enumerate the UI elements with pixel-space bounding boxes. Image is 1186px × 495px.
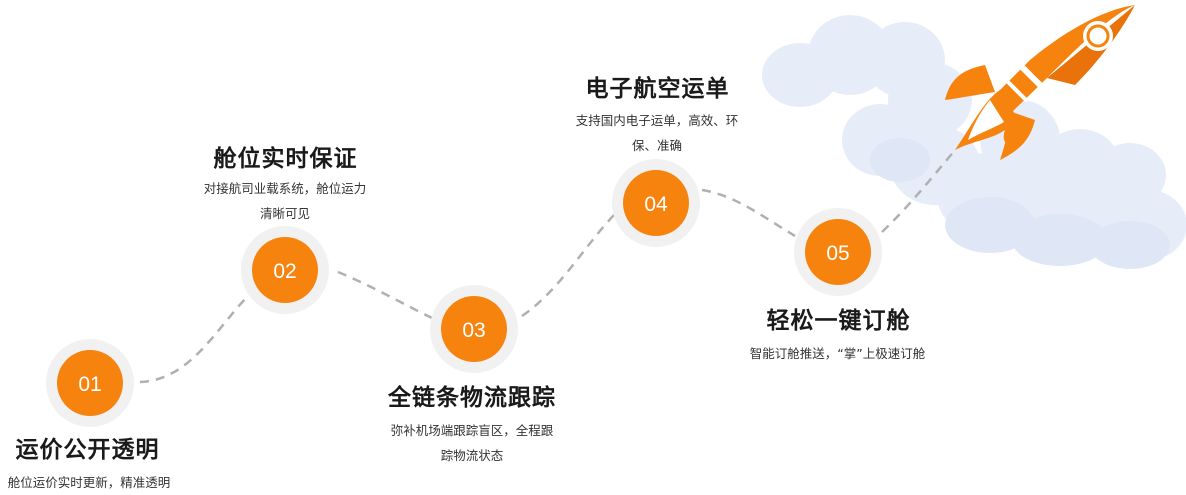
step-marker-03: 03 bbox=[430, 285, 518, 373]
step-desc-05: 智能订舱推送，“掌”上极速订舱 bbox=[735, 341, 940, 366]
step-desc-line: 踪物流状态 bbox=[440, 448, 504, 463]
step-title-02: 舱位实时保证 bbox=[213, 146, 358, 172]
step-title-04: 电子航空运单 bbox=[585, 76, 730, 102]
progress-path bbox=[139, 149, 956, 384]
step-marker-02: 02 bbox=[241, 226, 329, 314]
step-number: 05 bbox=[826, 242, 849, 265]
rocket-icon bbox=[945, 5, 1135, 160]
step-desc-01: 舱位运价实时更新，精准透明 bbox=[0, 470, 178, 495]
step-title-05: 轻松一键订舱 bbox=[766, 308, 911, 334]
step-title-03: 全链条物流跟踪 bbox=[388, 385, 556, 411]
step-desc-04: 支持国内电子运单，高效、环 保、准确 bbox=[557, 108, 757, 158]
step-number: 03 bbox=[462, 319, 485, 342]
step-desc-line: 清晰可见 bbox=[259, 206, 310, 221]
step-desc-line: 对接航司业载系统，舱位运力 bbox=[203, 181, 367, 196]
step-marker-05: 05 bbox=[794, 208, 882, 296]
step-desc-line: 舱位运价实时更新，精准透明 bbox=[7, 475, 171, 490]
step-desc-line: 保、准确 bbox=[631, 138, 682, 153]
step-number: 02 bbox=[273, 260, 296, 283]
step-title-01: 运价公开透明 bbox=[15, 437, 160, 463]
step-number: 04 bbox=[644, 193, 668, 216]
step-desc-line: 智能订舱推送，“掌”上极速订舱 bbox=[749, 346, 926, 361]
step-marker-01: 01 bbox=[46, 339, 134, 427]
step-desc-03: 弥补机场端跟踪盲区，全程跟 踪物流状态 bbox=[372, 418, 572, 468]
step-desc-02: 对接航司业载系统，舱位运力 清晰可见 bbox=[185, 176, 385, 226]
step-number: 01 bbox=[78, 373, 101, 396]
step-desc-line: 弥补机场端跟踪盲区，全程跟 bbox=[390, 423, 554, 438]
step-desc-line: 支持国内电子运单，高效、环 bbox=[575, 113, 739, 128]
step-marker-04: 04 bbox=[612, 159, 700, 247]
